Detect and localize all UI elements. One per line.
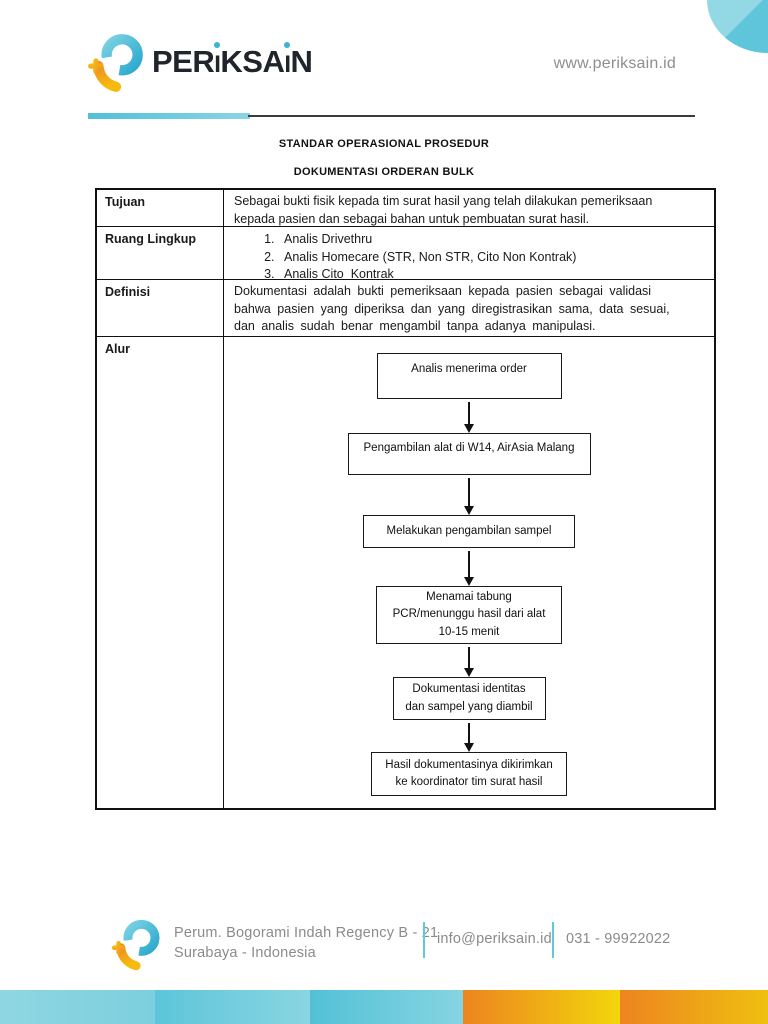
header-divider-line [248,115,695,117]
list-item: Analis Homecare (STR, Non STR, Cito Non … [278,249,704,267]
periksain-logo-icon [88,34,143,92]
footer-phone: 031 - 99922022 [566,931,671,947]
brand-i-teal-dot: I [284,51,291,78]
down-arrow-icon [464,399,474,433]
flowchart-step-4: Menamai tabung PCR/menunggu hasil dari a… [376,586,562,644]
periksain-footer-logo-icon [111,919,160,971]
bar-segment-teal [155,990,310,1024]
brand-part: N [290,44,313,79]
row-value-alur: Analis menerima order Pengambilan alat d… [224,337,714,808]
bar-segment-teal [310,990,463,1024]
website-url: www.periksain.id [553,55,676,72]
bottom-color-bar [0,990,768,1024]
down-arrow-icon [464,644,474,677]
down-arrow-icon [464,720,474,752]
flowchart-step-3: Melakukan pengambilan sampel [363,515,575,548]
document-title-line1: STANDAR OPERASIONAL PROSEDUR [278,138,490,150]
brand-part: KSA [220,44,285,79]
list-item: Analis Drivethru [278,231,704,249]
flowchart-step-2: Pengambilan alat di W14, AirAsia Malang [347,433,591,475]
flowchart-step-6: Hasil dokumentasinya dikirimkan ke koord… [371,752,567,796]
row-value-ruang-lingkup: Analis Drivethru Analis Homecare (STR, N… [224,227,714,281]
flowchart-step-1: Analis menerima order [376,353,562,399]
list-item: Analis Cito Kontrak [278,266,704,284]
header-divider [88,113,695,120]
document-title-line2: DOKUMENTASI ORDERAN BULK [293,166,475,178]
bar-segment-orange [620,990,768,1024]
sop-table: Tujuan Sebagai bukti fisik kepada tim su… [95,188,716,810]
ruang-lingkup-list: Analis Drivethru Analis Homecare (STR, N… [234,231,704,284]
bar-segment-teal [0,990,155,1024]
footer-email: info@periksain.id [437,931,552,947]
row-label-tujuan: Tujuan [97,190,224,227]
brand-part: PER [152,44,215,79]
footer-divider [423,922,425,958]
row-label-ruang-lingkup: Ruang Lingkup [97,227,224,280]
flowchart-step-5: Dokumentasi identitas dan sampel yang di… [392,677,546,720]
row-value-tujuan: Sebagai bukti fisik kepada tim surat has… [224,190,714,227]
down-arrow-icon [464,548,474,586]
row-value-definisi: Dokumentasi adalah bukti pemeriksaan kep… [224,280,714,337]
footer-divider [552,922,554,958]
row-label-definisi: Definisi [97,280,224,337]
footer-address-line1: Perum. Bogorami Indah Regency B - 21 [174,925,439,941]
down-arrow-icon [464,475,474,515]
corner-ornament [707,0,768,53]
brand-i-teal-dot: I [214,51,221,78]
brand-wordmark: PERIKSAIN [152,44,313,80]
flowchart: Analis menerima order Pengambilan alat d… [224,337,714,808]
footer-address-line2: Surabaya - Indonesia [174,944,316,961]
bar-segment-orange [463,990,620,1024]
header-divider-teal-bar [88,113,250,119]
footer-address: Perum. Bogorami Indah Regency B - 21 Sur… [174,924,438,963]
row-label-alur: Alur [97,337,224,808]
